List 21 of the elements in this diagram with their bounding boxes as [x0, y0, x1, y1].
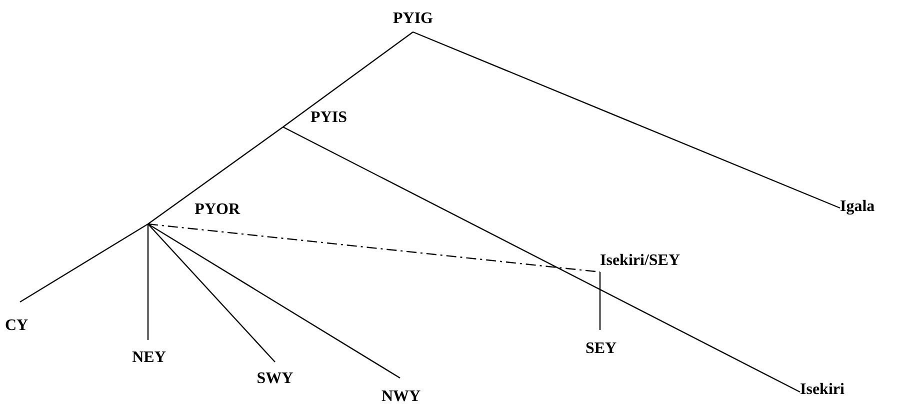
node-label: SEY [579, 330, 623, 358]
node-label: PYIS [283, 109, 347, 127]
node-label: NEY [128, 340, 170, 367]
tree-branch [282, 126, 800, 393]
tree-branch [148, 126, 284, 224]
tree-branch [20, 223, 148, 303]
tree-branch [282, 32, 414, 128]
tree-branch [148, 224, 276, 362]
tree-branch [147, 224, 149, 340]
tree-branch [148, 223, 400, 379]
tree-branch [412, 31, 840, 209]
node-label: Isekiri/SEY [600, 252, 696, 272]
tree-branch [599, 272, 601, 330]
node-label: CY [5, 302, 35, 335]
node-label: SWY [253, 362, 297, 388]
node-label: PYIG [384, 10, 442, 32]
node-label: Isekiri [800, 381, 860, 401]
node-label: Igala [840, 198, 904, 218]
dash-dot-line [148, 223, 600, 273]
node-label: NWY [378, 378, 424, 406]
node-label: PYOR [148, 201, 240, 224]
